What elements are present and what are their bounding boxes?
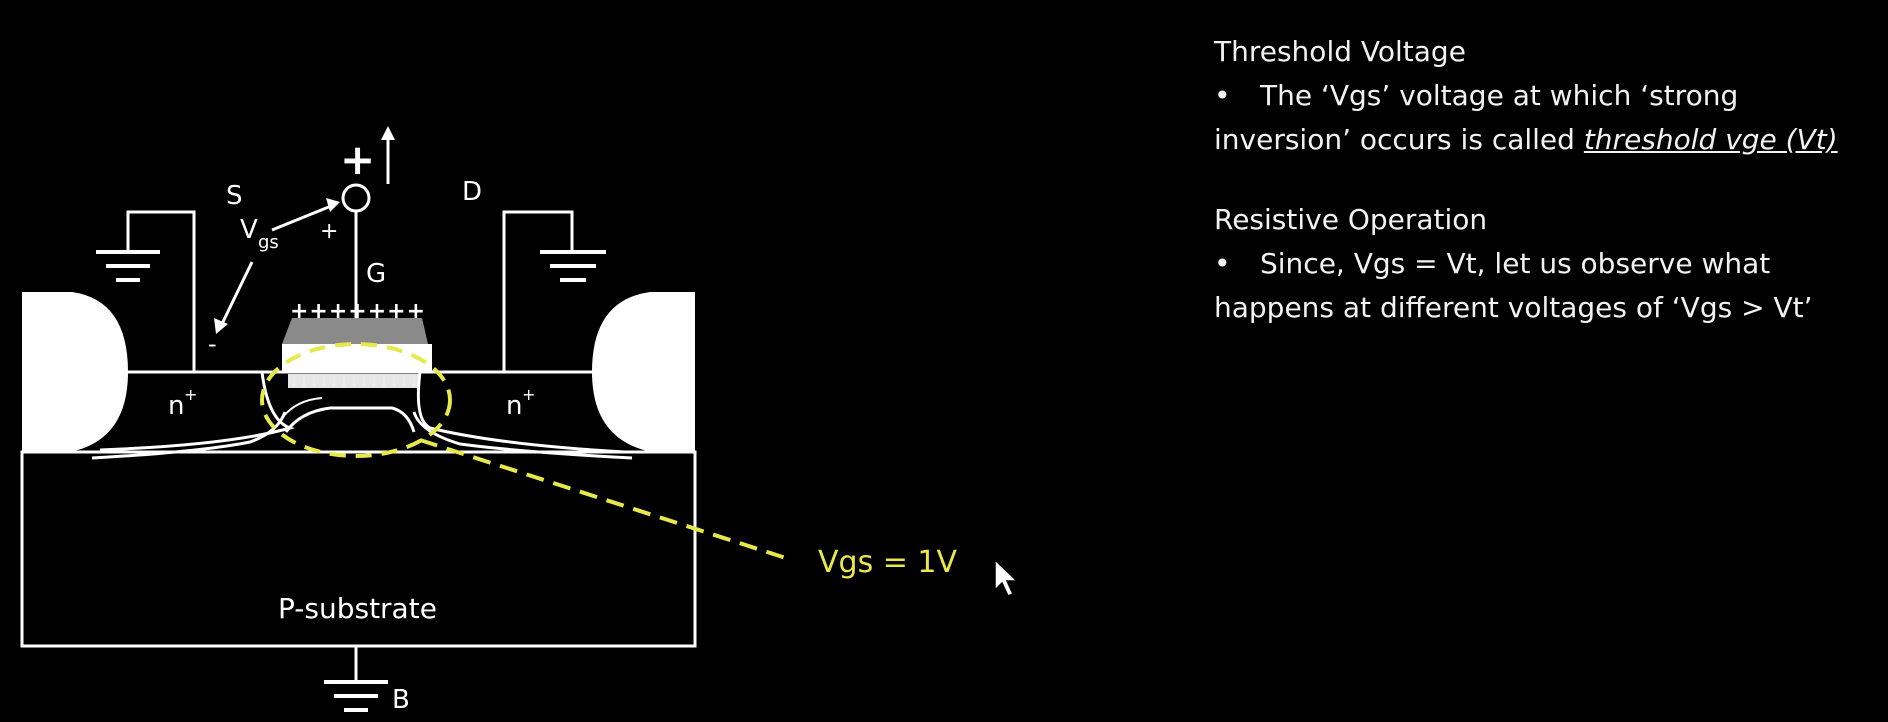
drain-ground-icon xyxy=(540,250,606,282)
threshold-voltage-heading: Threshold Voltage xyxy=(1214,35,1466,68)
gate-terminal-icon xyxy=(341,183,371,213)
notes-panel: Threshold Voltage • The ‘Vgs’ voltage at … xyxy=(1214,30,1874,330)
threshold-bullet-line-2: inversion’ occurs is called threshold vg… xyxy=(1214,118,1874,162)
callout-label: Vgs = 1V xyxy=(818,545,957,580)
voltage-increase-plus: + xyxy=(340,135,375,184)
vgs-arrow-to-gate xyxy=(271,202,337,232)
right-depletion-boundary xyxy=(412,411,633,460)
resistive-bullet-text-1: Since, Vgs = Vt, let us observe what xyxy=(1260,247,1771,280)
vgs-label: V xyxy=(240,215,258,245)
channel-highlight-ellipse xyxy=(260,342,452,458)
inversion-channel-boundary xyxy=(284,406,416,433)
channel-electron-strip xyxy=(288,374,420,388)
right-n-plus-region xyxy=(416,370,626,454)
threshold-bullet-text-1: The ‘Vgs’ voltage at which ‘strong xyxy=(1260,79,1739,112)
callout-leader-line xyxy=(419,438,793,562)
drain-label: D xyxy=(462,177,482,207)
gate-label: G xyxy=(366,259,386,289)
bullet-dot: • xyxy=(1214,79,1231,112)
resistive-bullet-line-1: • Since, Vgs = Vt, let us observe what xyxy=(1214,242,1874,286)
n-plus-right-label: n xyxy=(506,391,522,421)
n-plus-right-superscript: + xyxy=(522,385,535,404)
mouse-cursor-icon xyxy=(994,558,1019,597)
body-label: B xyxy=(392,685,410,715)
body-ground-icon xyxy=(324,680,388,712)
source-minus-sign: - xyxy=(208,330,217,358)
source-contact-wire xyxy=(126,210,196,372)
resistive-operation-heading: Resistive Operation xyxy=(1214,203,1488,236)
threshold-bullet-text-2: inversion’ occurs is called xyxy=(1214,123,1584,156)
resistive-bullet-line-2: happens at different voltages of ‘Vgs > … xyxy=(1214,291,1813,324)
gate-oxide-layer xyxy=(282,344,432,372)
gate-charge-row: +++++++ xyxy=(290,299,426,324)
left-field-oxide xyxy=(22,292,128,452)
drain-contact-wire xyxy=(502,210,574,372)
vgs-arrow-head-source-icon xyxy=(214,318,228,334)
source-ground-icon xyxy=(96,250,160,282)
voltage-up-arrow-head xyxy=(381,126,395,140)
inner-channel-boundary xyxy=(281,397,323,419)
threshold-bullet-line-1: • The ‘Vgs’ voltage at which ‘strong xyxy=(1214,74,1874,118)
vgs-label-subscript: gs xyxy=(258,232,279,253)
right-field-oxide xyxy=(592,292,695,452)
bullet-dot: • xyxy=(1214,247,1231,280)
substrate-label: P-substrate xyxy=(278,592,437,625)
n-plus-left-superscript: + xyxy=(184,385,197,404)
n-plus-left-label: n xyxy=(168,391,184,421)
left-depletion-boundary xyxy=(91,411,287,460)
gate-electrode xyxy=(282,318,428,344)
p-substrate-block xyxy=(20,450,697,648)
threshold-definition-emphasis: threshold vge (Vt) xyxy=(1583,123,1838,156)
left-n-plus-region xyxy=(99,370,295,452)
source-label: S xyxy=(226,181,243,211)
gate-plus-sign: + xyxy=(320,219,338,244)
vgs-arrow-to-source xyxy=(218,261,254,329)
vgs-arrow-head-gate-icon xyxy=(326,198,340,212)
